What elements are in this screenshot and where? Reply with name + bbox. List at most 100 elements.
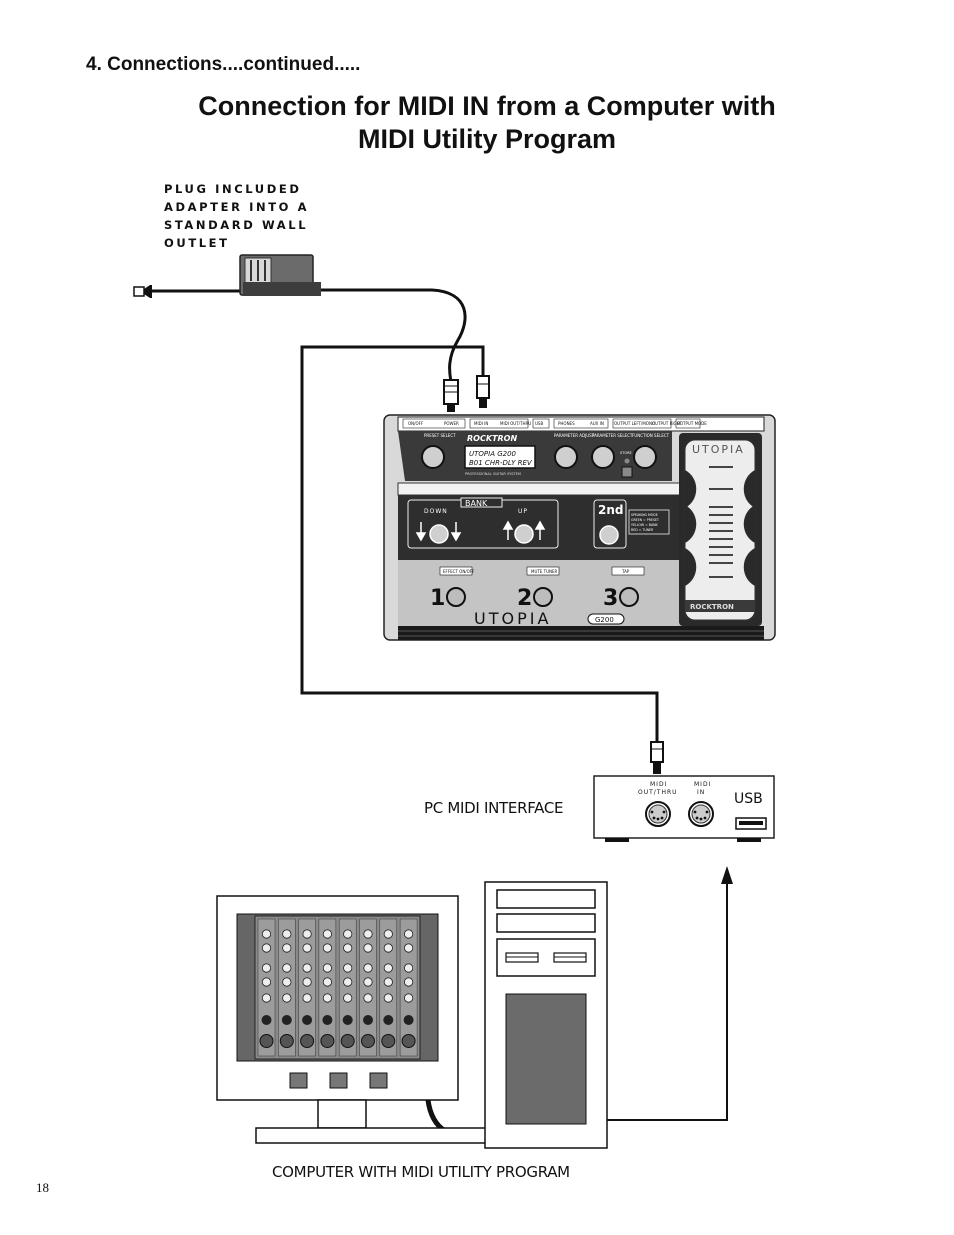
mixer-knob	[322, 977, 332, 987]
parameter-adjust-knob	[554, 445, 578, 469]
mixer-knob	[302, 993, 312, 1003]
midi-in-port	[688, 801, 714, 827]
switch-number-3: 3	[603, 586, 618, 611]
mixer-knob	[343, 929, 353, 939]
midi-connector-pedal	[476, 375, 490, 408]
port2-label-top: MIDI	[694, 781, 711, 788]
jack-label-onoff: ON/OFF	[408, 421, 424, 426]
mixer-knob	[261, 993, 272, 1003]
knob-label-function: FUNCTION SELECT	[632, 433, 670, 438]
info-line: GREEN = PRESET	[631, 518, 659, 522]
info-line: YELLOW = BANK	[631, 523, 659, 527]
side-logo: UTOPIA	[692, 443, 745, 456]
section-heading: 4. Connections....continued.....	[86, 54, 361, 75]
mixer-knob	[383, 977, 393, 987]
mixer-xlr	[340, 1034, 355, 1048]
mixer-knob	[282, 963, 292, 973]
mixer-jack	[302, 1015, 313, 1025]
jack-label-midi-out: MIDI OUT/THRU	[500, 421, 531, 426]
adapter-caption-line: PLUG INCLUDED	[164, 182, 302, 196]
page-title: Connection for MIDI IN from a Computer w…	[0, 90, 954, 156]
usb-cable	[604, 879, 728, 1121]
mixer-screen	[254, 915, 421, 1060]
display-line-1: UTOPIA G200	[469, 450, 517, 458]
interface-label: PC MIDI INTERFACE	[424, 799, 564, 817]
page-number: 18	[36, 1180, 49, 1195]
midi-cable	[300, 345, 659, 744]
mixer-knob	[363, 929, 373, 939]
knobs	[421, 445, 657, 469]
port2-label-bottom: IN	[697, 789, 705, 796]
parameter-select-knob	[591, 445, 615, 469]
info-line: SPEAKING MODE	[631, 513, 658, 517]
brand-text: ROCKTRON	[467, 434, 517, 443]
mixer-knob	[282, 993, 292, 1003]
footswitch-3	[619, 587, 639, 607]
usb-arrow-icon	[721, 866, 733, 884]
mixer-knob	[302, 943, 312, 953]
mixer-knob	[403, 977, 414, 987]
switch-label-tap: TAP	[621, 569, 630, 574]
jack-label-out-left: OUTPUT LEFT/MONO	[614, 421, 655, 426]
up-label: UP	[518, 508, 528, 515]
power-connector	[443, 379, 459, 412]
jack-label-power: POWER	[444, 421, 459, 426]
second-switch	[599, 525, 619, 545]
mixer-knob	[261, 943, 272, 953]
mixer-knob	[363, 993, 373, 1003]
computer-caption: COMPUTER WITH MIDI UTILITY PROGRAM	[272, 1163, 570, 1181]
adapter-caption-line: ADAPTER INTO A	[164, 200, 310, 214]
adapter-caption: PLUG INCLUDED ADAPTER INTO A STANDARD WA…	[164, 180, 309, 252]
mixer-knob	[322, 963, 332, 973]
mixer-knob	[403, 963, 414, 973]
tagline-text: PROFESSIONAL GUITAR SYSTEM	[465, 472, 521, 476]
mixer-knob	[343, 977, 353, 987]
store-label: STORE	[620, 451, 632, 455]
mixer-knob	[343, 963, 353, 973]
utopia-pedal: ON/OFF POWER MIDI IN MIDI OUT/THRU USB P…	[383, 414, 776, 641]
mixer-knob	[322, 943, 332, 953]
jack-labels: ON/OFF POWER MIDI IN MIDI OUT/THRU USB P…	[402, 418, 707, 429]
mixer-jack	[281, 1015, 292, 1025]
mixer-knob	[261, 963, 272, 973]
mixer-xlr	[361, 1034, 375, 1048]
mixer-knob	[302, 963, 312, 973]
mixer-knob	[322, 929, 332, 939]
power-adapter	[239, 254, 321, 296]
mixer-knob	[302, 977, 312, 987]
jack-label-out-right: OUTPUT RIGHT	[652, 421, 683, 426]
switch-number-1: 1	[430, 586, 445, 611]
down-label: DOWN	[424, 508, 448, 515]
mixer-knob	[363, 963, 373, 973]
mixer-knob	[282, 977, 292, 987]
mixer-knob	[343, 993, 353, 1003]
footswitch-1	[446, 587, 466, 607]
port1-label-bottom: OUT/THRU	[638, 789, 678, 796]
knob-label-param-adjust: PARAMETER ADJUST	[554, 433, 595, 438]
midi-connector-interface	[650, 741, 664, 774]
model-logo: G200	[595, 616, 614, 624]
bank-down-switch	[429, 524, 449, 544]
mixer-knob	[363, 977, 373, 987]
mixer-xlr	[279, 1034, 294, 1048]
mixer-knob	[403, 943, 414, 953]
mixer-knob	[383, 929, 393, 939]
utopia-logo: UTOPIA	[474, 609, 551, 628]
mixer-knob	[302, 929, 312, 939]
mixer-knob	[383, 963, 393, 973]
port1-label-top: MIDI	[650, 781, 667, 788]
mixer-knob	[261, 977, 272, 987]
jack-label-usb: USB	[535, 421, 543, 426]
switch-label-mute: MUTE TUNER	[531, 569, 558, 574]
mixer-knob	[261, 929, 272, 939]
mixer-xlr	[401, 1034, 416, 1048]
mixer-jack	[363, 1015, 373, 1025]
mixer-xlr	[381, 1034, 396, 1048]
second-label: 2nd	[598, 503, 623, 517]
title-line-1: Connection for MIDI IN from a Computer w…	[198, 91, 776, 121]
mixer-knob	[363, 943, 373, 953]
adapter-caption-line: STANDARD WALL	[164, 218, 309, 232]
side-brand: ROCKTRON	[690, 603, 734, 611]
mixer-knob	[403, 993, 414, 1003]
